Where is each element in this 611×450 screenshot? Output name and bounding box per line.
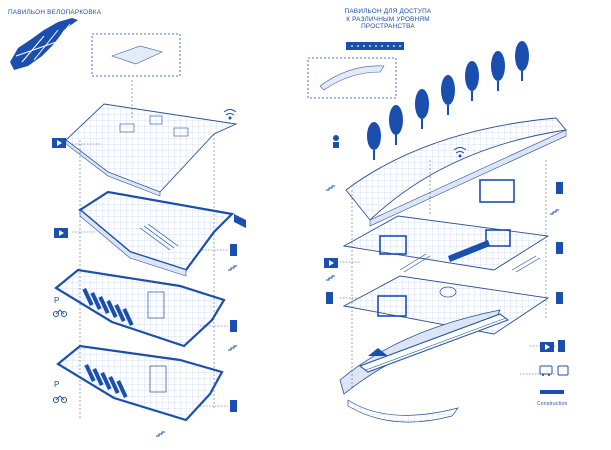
tree-row: [367, 41, 529, 160]
bus-icon: [539, 365, 553, 376]
left-level-2: [78, 190, 246, 277]
left-level-4-bike-parking: [56, 344, 224, 422]
wifi-icon: [453, 147, 467, 158]
construction-label: Construction: [537, 401, 568, 407]
bike-pavilion-logo: [10, 18, 78, 70]
video-screen-icon: [324, 258, 338, 268]
left-vertical-connectors: [79, 80, 215, 420]
video-screen-icon: [54, 228, 68, 238]
video-screen-icon: [52, 138, 66, 148]
right-panel-title: ПАВИЛЬОН ДЛЯ ДОСТУПА К РАЗЛИЧНЫМ УРОВНЯМ…: [333, 8, 443, 31]
elevator-icon: [326, 182, 565, 352]
wifi-icon: [223, 109, 237, 120]
tree-icon: [491, 51, 505, 91]
person-icon: [333, 135, 339, 148]
tree-icon: [441, 75, 455, 115]
left-roof-level: [65, 103, 238, 197]
tree-icon: [367, 122, 381, 160]
train-icon: [557, 365, 569, 376]
svg-text:P: P: [54, 296, 59, 305]
left-level-3-bike-parking: [54, 268, 226, 348]
tree-icon: [515, 41, 529, 81]
right-roof-level: [345, 117, 567, 227]
stairs-icon: [326, 185, 559, 281]
train-icon: [358, 313, 510, 373]
bicycle-icon: [52, 395, 68, 404]
right-vertical-connectors: [351, 160, 547, 390]
video-screen-icon: [540, 342, 554, 352]
left-leader-lines: [72, 143, 228, 407]
train-station-level: [339, 309, 510, 423]
stairs-icon: [156, 265, 237, 437]
right-level-2: [342, 215, 550, 273]
parking-icon: P: [54, 380, 59, 389]
tree-icon: [465, 61, 479, 101]
left-panel-title: ПАВИЛЬОН ВЕЛОПАРКОВКА: [8, 9, 102, 16]
key-plan-box: [307, 57, 397, 99]
key-plan-box: [91, 33, 181, 77]
elevator-icon: [230, 244, 237, 412]
svg-text:P: P: [54, 380, 59, 389]
right-title-line: ПРОСТРАНСТВА: [361, 23, 415, 31]
tree-icon: [415, 89, 429, 129]
parking-icon: P: [54, 296, 59, 305]
tree-icon: [389, 105, 403, 145]
right-title-line: К РАЗЛИЧНЫМ УРОВНЯМ: [346, 15, 430, 23]
title-dots-bar: [346, 42, 404, 50]
right-title-line: ПАВИЛЬОН ДЛЯ ДОСТУПА: [344, 8, 432, 15]
construction-marker: [540, 390, 564, 394]
bicycle-icon: [52, 309, 68, 318]
